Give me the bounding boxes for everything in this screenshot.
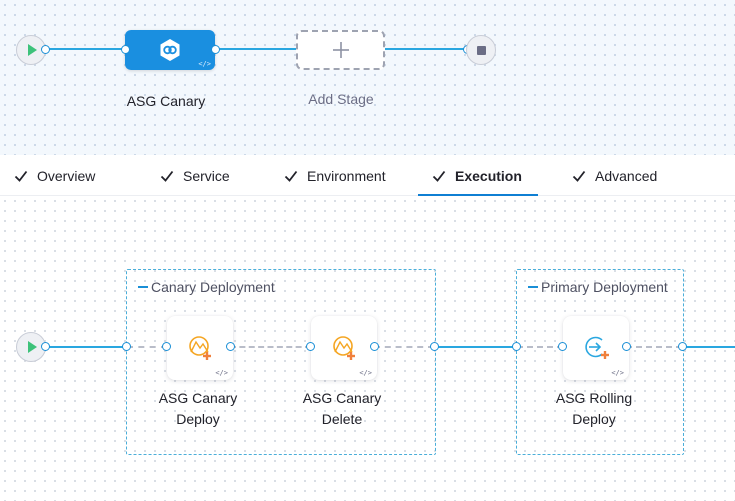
step-group-primary-deployment[interactable] xyxy=(516,269,684,455)
collapse-icon[interactable] xyxy=(138,286,148,288)
connector-port xyxy=(306,342,315,351)
connector-port xyxy=(41,342,50,351)
pipeline-canvas xyxy=(0,0,735,155)
check-icon xyxy=(432,170,446,182)
code-marker: </> xyxy=(611,369,624,377)
pipeline-connector xyxy=(45,48,126,50)
group-connector xyxy=(517,346,563,348)
tab-label: Overview xyxy=(37,167,96,184)
step-asg-rolling-deploy[interactable]: </> xyxy=(563,316,629,380)
pipeline-end-node[interactable] xyxy=(466,35,496,65)
play-icon xyxy=(27,341,37,353)
tab-overview[interactable]: Overview xyxy=(14,155,95,196)
asg-rolling-icon xyxy=(585,336,609,359)
connector-port xyxy=(512,342,521,351)
tab-execution[interactable]: Execution xyxy=(432,155,522,196)
step-label-line: ASG Canary xyxy=(158,390,238,406)
stage-asg-canary[interactable]: </> xyxy=(125,30,215,70)
step-connector xyxy=(230,346,311,348)
code-marker: </> xyxy=(359,369,372,377)
tab-advanced[interactable]: Advanced xyxy=(572,155,657,196)
step-label-line: Deploy xyxy=(572,411,616,427)
asg-stage-icon xyxy=(160,39,180,61)
group-connector xyxy=(374,346,434,348)
connector-port xyxy=(226,342,235,351)
group-connector xyxy=(127,346,167,348)
active-tab-indicator xyxy=(418,194,538,196)
plus-icon xyxy=(332,42,349,58)
step-group-canary-deployment[interactable] xyxy=(126,269,436,455)
step-label: ASG Canary Delete xyxy=(287,388,397,430)
code-marker: </> xyxy=(215,369,228,377)
connector-port xyxy=(678,342,687,351)
pipeline-connector xyxy=(385,48,467,50)
collapse-icon[interactable] xyxy=(528,286,538,288)
step-label-line: Deploy xyxy=(176,411,220,427)
execution-connector xyxy=(682,346,735,348)
asg-canary-icon xyxy=(189,336,211,360)
group-title-text: Primary Deployment xyxy=(541,279,668,295)
group-connector xyxy=(626,346,682,348)
step-label-line: Delete xyxy=(321,411,363,427)
tab-label: Service xyxy=(183,167,230,184)
stage-label: ASG Canary xyxy=(126,93,206,109)
tab-label: Environment xyxy=(307,167,386,184)
tab-label: Advanced xyxy=(595,167,658,184)
check-icon xyxy=(160,170,174,182)
group-title-text: Canary Deployment xyxy=(151,279,275,295)
step-group-title[interactable]: Canary Deployment xyxy=(138,279,275,295)
connector-port xyxy=(558,342,567,351)
asg-canary-icon xyxy=(333,336,355,360)
play-icon xyxy=(27,44,37,56)
execution-connector xyxy=(434,346,517,348)
tab-environment[interactable]: Environment xyxy=(284,155,386,196)
tab-label: Execution xyxy=(455,167,522,184)
pipeline-connector xyxy=(215,48,296,50)
step-label-line: ASG Rolling xyxy=(555,390,633,406)
step-label: ASG Rolling Deploy xyxy=(539,388,649,430)
step-label: ASG Canary Deploy xyxy=(143,388,253,430)
connector-port xyxy=(122,342,131,351)
add-stage-button[interactable] xyxy=(296,30,385,70)
step-asg-canary-deploy[interactable]: </> xyxy=(167,316,233,380)
code-marker: </> xyxy=(198,60,211,68)
stage-tabs: Overview Service Environment Execution A… xyxy=(0,155,735,196)
step-label-line: ASG Canary xyxy=(302,390,382,406)
connector-port xyxy=(622,342,631,351)
add-stage-label: Add Stage xyxy=(308,91,374,107)
check-icon xyxy=(284,170,298,182)
connector-port xyxy=(162,342,171,351)
connector-port xyxy=(370,342,379,351)
check-icon xyxy=(14,170,28,182)
step-asg-canary-delete[interactable]: </> xyxy=(311,316,377,380)
stop-icon xyxy=(476,45,486,55)
connector-port xyxy=(430,342,439,351)
execution-connector xyxy=(45,346,127,348)
connector-port xyxy=(41,45,50,54)
connector-port xyxy=(121,45,130,54)
check-icon xyxy=(572,170,586,182)
connector-port xyxy=(211,45,220,54)
tab-service[interactable]: Service xyxy=(160,155,230,196)
step-group-title[interactable]: Primary Deployment xyxy=(528,279,668,295)
